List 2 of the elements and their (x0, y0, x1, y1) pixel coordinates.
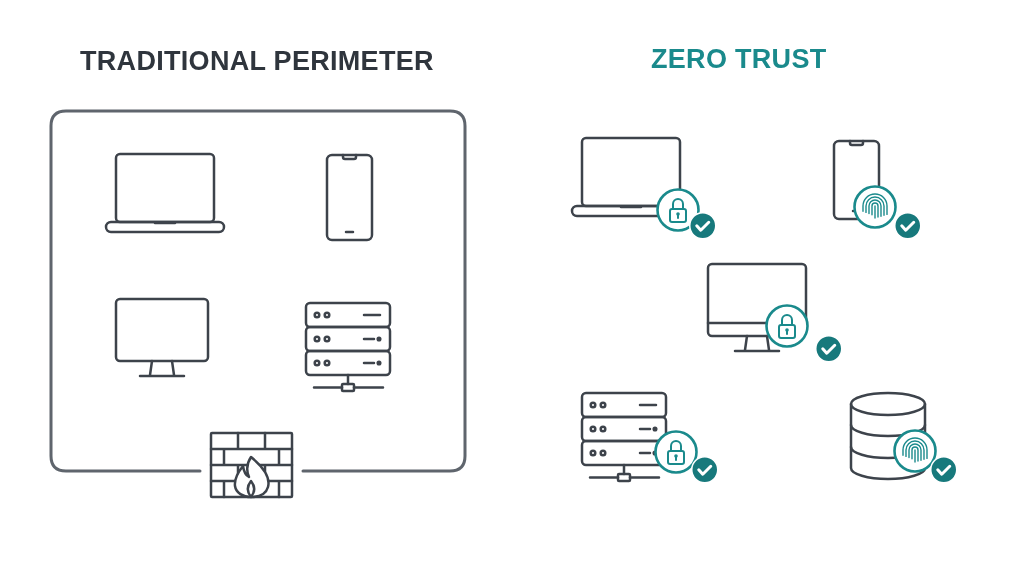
section-heading: ZERO TRUST (651, 44, 827, 74)
section-heading: TRADITIONAL PERIMETER (80, 46, 434, 76)
